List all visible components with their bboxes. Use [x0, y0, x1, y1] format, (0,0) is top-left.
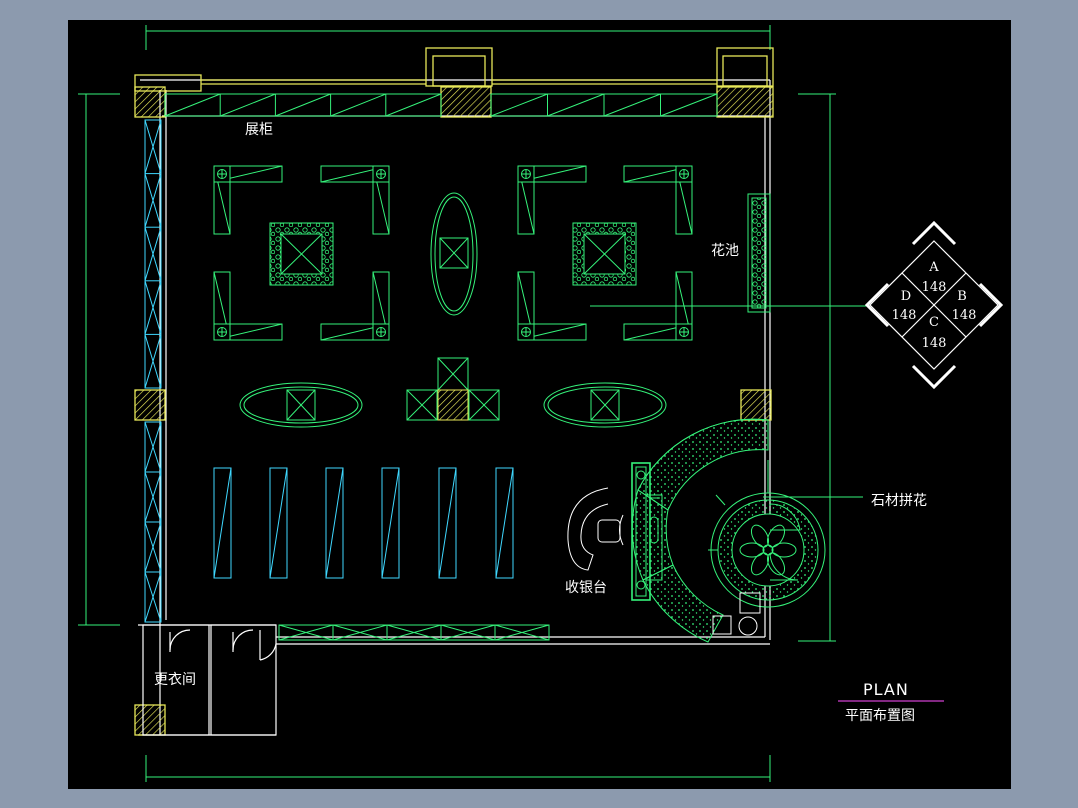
cabinet-diagonal: [330, 93, 386, 117]
cabinet-diagonal: [164, 93, 221, 117]
label-changing-room: 更衣间: [154, 672, 196, 688]
label-stone-mosaic: 石材拼花: [871, 493, 927, 509]
marker-letter-d: D: [901, 289, 911, 304]
pebble-planters: [269, 222, 637, 286]
marker-value-left: 148: [892, 308, 917, 323]
cabinet-cross: [144, 421, 162, 473]
cross-display-stand: [406, 357, 500, 421]
changing-rooms: [142, 624, 277, 736]
cabinet-diagonal: [547, 93, 605, 117]
rack-diagonal: [213, 467, 232, 579]
cabinet-cross: [144, 227, 162, 281]
clothing-rack: [495, 467, 514, 579]
clothing-rack: [269, 467, 288, 579]
cabinet-cross: [144, 471, 162, 523]
entry-door-swing: [769, 503, 801, 581]
cabinet-diagonal: [275, 93, 331, 117]
rack-diagonal: [269, 467, 288, 579]
label-flower-bed: 花池: [711, 243, 739, 259]
rack-diagonal: [381, 467, 400, 579]
left-wall-cabinets: [144, 119, 162, 623]
cabinet-diagonal: [660, 93, 718, 117]
clothing-rack: [381, 467, 400, 579]
plan-title: PLAN: [863, 680, 909, 699]
rack-diagonal: [438, 467, 457, 579]
marker-value-bottom: 148: [922, 336, 947, 351]
cabinet-cross: [144, 280, 162, 335]
marker-value-right: 148: [952, 308, 977, 323]
cad-drawing-viewport[interactable]: A 148 D B 148 C 148 148 展柜 花池 石材拼花 收银台 更…: [68, 20, 1011, 789]
marker-value-top: 148: [922, 280, 947, 295]
leader-lines: [590, 305, 868, 498]
bottom-wall-cabinet: [278, 624, 550, 641]
cabinet-cross: [332, 624, 388, 641]
cabinet-cross: [144, 173, 162, 228]
clothing-rack: [438, 467, 457, 579]
cabinet-diagonal: [603, 93, 661, 117]
mosaic-petal: [750, 524, 770, 548]
cabinet-diagonal: [490, 93, 548, 117]
cabinet-cross: [278, 624, 334, 641]
mosaic-center: [762, 544, 774, 556]
cashier-counter: [567, 462, 663, 601]
clothing-rack: [213, 467, 232, 579]
cabinet-diagonal: [220, 93, 276, 117]
marker-letter-a: A: [928, 260, 939, 275]
label-cashier: 收银台: [565, 580, 607, 596]
oval-display-tables: [239, 192, 667, 428]
mosaic-petal: [739, 542, 765, 558]
mosaic-petal: [771, 542, 797, 558]
mosaic-petal: [750, 552, 770, 576]
cabinet-diagonal: [385, 93, 442, 117]
cabinet-cross: [494, 624, 550, 641]
clothing-rack: [325, 467, 344, 579]
rack-diagonal: [495, 467, 514, 579]
lounge-chairs: [712, 592, 761, 636]
marker-letter-b: B: [957, 289, 967, 304]
cabinet-cross: [144, 119, 162, 174]
section-marker: [864, 220, 1004, 390]
mosaic-petal: [766, 552, 786, 576]
cabinet-cross: [144, 571, 162, 623]
flower-bed: [747, 193, 771, 313]
top-display-cabinets: [164, 93, 718, 117]
cabinet-cross: [144, 334, 162, 389]
corner-display-units: [213, 165, 693, 341]
cabinet-cross: [440, 624, 496, 641]
plan-subtitle: 平面布置图: [845, 708, 915, 724]
rack-diagonal: [325, 467, 344, 579]
window-bays: [134, 47, 774, 92]
floor-plan-canvas: A 148 D B 148 C 148 148 展柜 花池 石材拼花 收银台 更…: [78, 25, 1004, 782]
dimension-lines: [78, 25, 836, 782]
clothing-racks: [213, 467, 514, 579]
cabinet-cross: [386, 624, 442, 641]
cabinet-cross: [144, 521, 162, 573]
marker-letter-c: C: [929, 315, 939, 330]
mosaic-petal: [766, 524, 786, 548]
round-feature-area: [631, 418, 826, 643]
label-display-cabinet: 展柜: [245, 122, 273, 138]
